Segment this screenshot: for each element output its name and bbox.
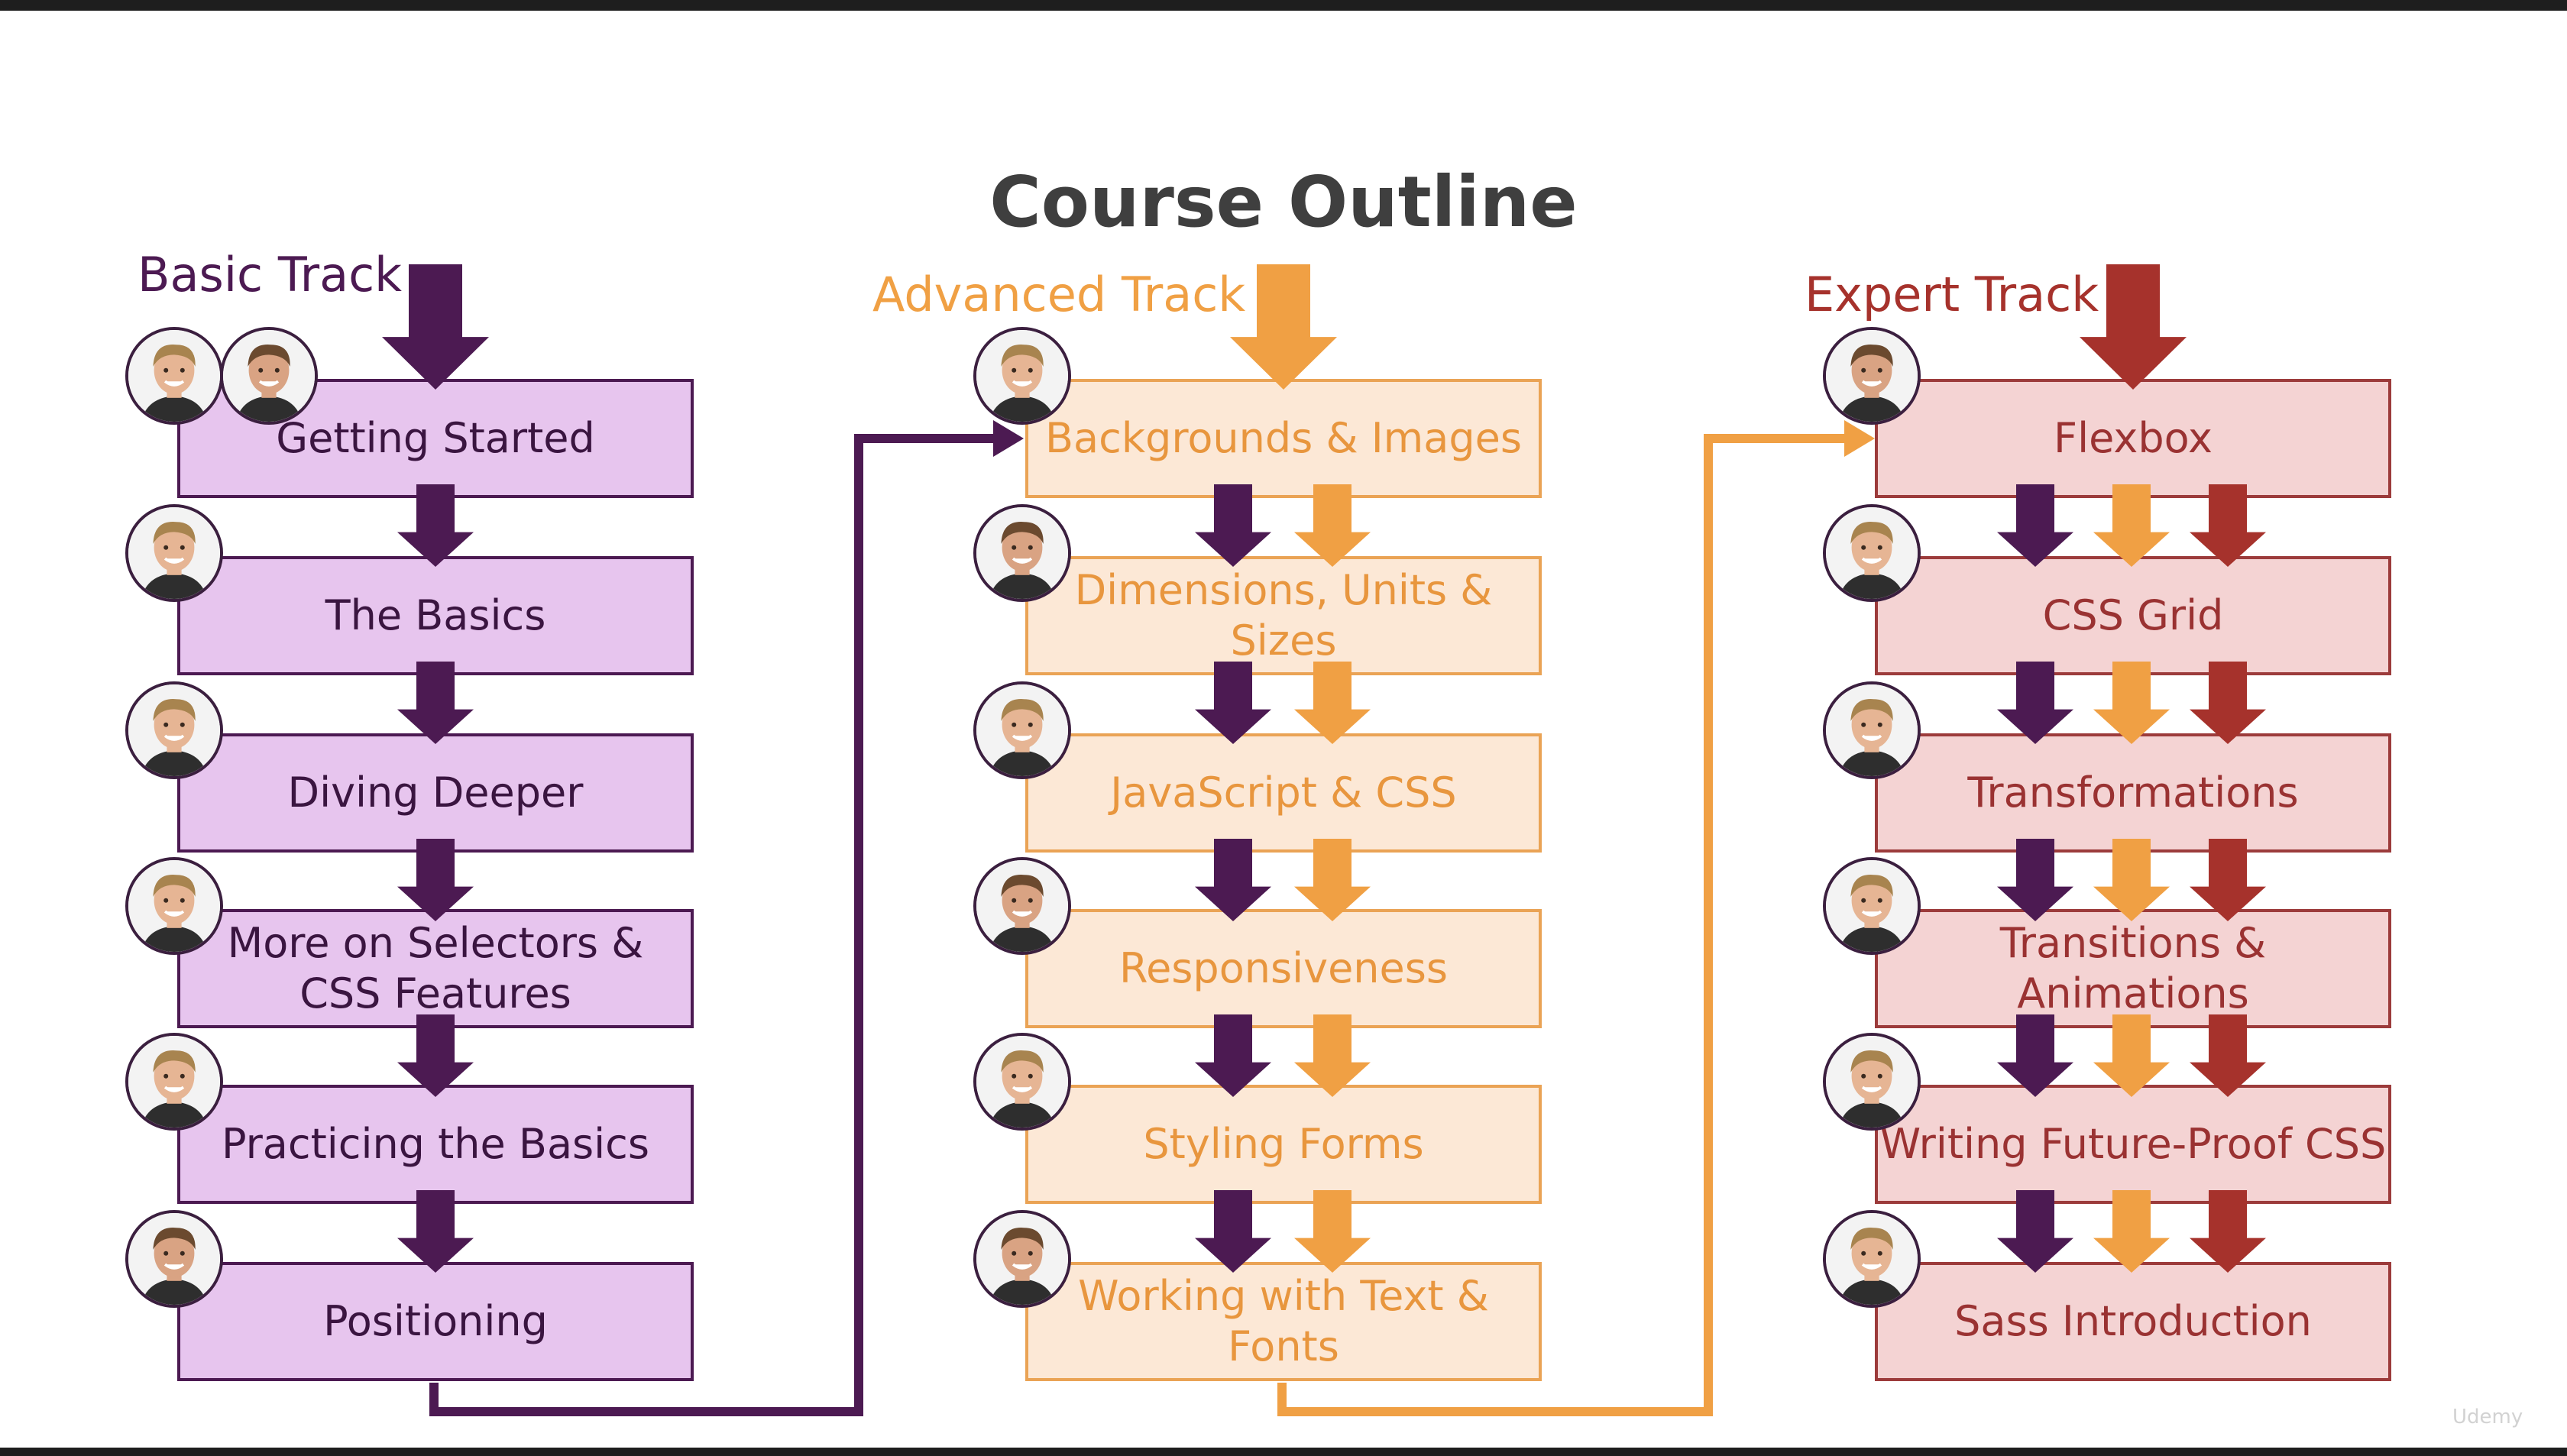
expert-flow-arrow-advanced <box>2093 839 2170 921</box>
expert-track-label: Expert Track <box>1805 267 2099 322</box>
instructor-avatar <box>1823 857 1921 955</box>
instructor-avatar <box>125 1210 223 1308</box>
advanced-flow-arrow-basic <box>1195 1014 1271 1097</box>
expert-flow-arrow-basic <box>1997 1014 2073 1097</box>
instructor-avatar <box>973 1210 1071 1308</box>
instructor-avatar-second <box>220 327 318 425</box>
instructor-avatar <box>125 504 223 602</box>
expert-flow-arrow-basic <box>1997 839 2073 921</box>
basic-entry-arrow <box>382 264 489 390</box>
expert-entry-arrow <box>2080 264 2187 390</box>
module-styling-forms: Styling Forms <box>1025 1085 1542 1204</box>
advanced-flow-arrow-advanced <box>1294 484 1371 567</box>
module-sass-introduction: Sass Introduction <box>1875 1262 2391 1381</box>
advanced-flow-arrow-basic <box>1195 1190 1271 1273</box>
module-working-with-text-fonts: Working with Text & Fonts <box>1025 1262 1542 1381</box>
module-responsiveness: Responsiveness <box>1025 909 1542 1028</box>
advanced-flow-arrow-basic <box>1195 484 1271 567</box>
module-css-grid: CSS Grid <box>1875 556 2391 675</box>
udemy-watermark: Udemy <box>2452 1406 2523 1428</box>
expert-flow-arrow-advanced <box>2093 662 2170 744</box>
expert-flow-arrow-basic <box>1997 662 2073 744</box>
advanced-to-expert-connector <box>1277 434 1860 1416</box>
basic-flow-arrow <box>397 662 474 744</box>
expert-flow-arrow-advanced <box>2093 1190 2170 1273</box>
advanced-to-expert-arrowhead <box>1844 420 1875 457</box>
instructor-avatar <box>1823 327 1921 425</box>
module-diving-deeper: Diving Deeper <box>177 733 694 853</box>
instructor-avatar <box>125 1033 223 1131</box>
instructor-avatar <box>973 857 1071 955</box>
expert-flow-arrow-expert <box>2190 1190 2266 1273</box>
expert-flow-arrow-basic <box>1997 484 2073 567</box>
advanced-entry-arrow <box>1230 264 1337 390</box>
top-letterbox-bar <box>0 0 2567 11</box>
instructor-avatar <box>125 857 223 955</box>
expert-flow-arrow-expert <box>2190 662 2266 744</box>
instructor-avatar <box>1823 1033 1921 1131</box>
basic-flow-arrow <box>397 1014 474 1097</box>
expert-flow-arrow-advanced <box>2093 1014 2170 1097</box>
instructor-avatar <box>1823 1210 1921 1308</box>
advanced-flow-arrow-advanced <box>1294 1014 1371 1097</box>
basic-to-advanced-connector <box>429 434 1008 1416</box>
instructor-avatar <box>973 504 1071 602</box>
advanced-flow-arrow-advanced <box>1294 1190 1371 1273</box>
instructor-avatar <box>1823 504 1921 602</box>
basic-to-advanced-arrowhead <box>993 420 1024 457</box>
module-more-on-selectors: More on Selectors & CSS Features <box>177 909 694 1028</box>
basic-flow-arrow <box>397 1190 474 1273</box>
advanced-flow-arrow-basic <box>1195 662 1271 744</box>
expert-flow-arrow-advanced <box>2093 484 2170 567</box>
instructor-avatar <box>973 327 1071 425</box>
expert-flow-arrow-expert <box>2190 484 2266 567</box>
basic-track-label: Basic Track <box>138 247 403 303</box>
expert-flow-arrow-expert <box>2190 839 2266 921</box>
basic-flow-arrow <box>397 484 474 567</box>
advanced-flow-arrow-advanced <box>1294 662 1371 744</box>
expert-flow-arrow-basic <box>1997 1190 2073 1273</box>
page-title: Course Outline <box>989 161 1578 243</box>
instructor-avatar <box>973 1033 1071 1131</box>
module-practicing-the-basics: Practicing the Basics <box>177 1085 694 1204</box>
module-dimensions-units-sizes: Dimensions, Units & Sizes <box>1025 556 1542 675</box>
advanced-track-label: Advanced Track <box>872 267 1246 322</box>
advanced-flow-arrow-basic <box>1195 839 1271 921</box>
instructor-avatar <box>125 327 223 425</box>
bottom-letterbox-bar <box>0 1448 2567 1456</box>
instructor-avatar <box>1823 681 1921 779</box>
module-backgrounds-images: Backgrounds & Images <box>1025 379 1542 498</box>
instructor-avatar <box>125 681 223 779</box>
advanced-flow-arrow-advanced <box>1294 839 1371 921</box>
expert-flow-arrow-expert <box>2190 1014 2266 1097</box>
instructor-avatar <box>973 681 1071 779</box>
module-writing-future-proof-css: Writing Future-Proof CSS <box>1875 1085 2391 1204</box>
module-javascript-css: JavaScript & CSS <box>1025 733 1542 853</box>
basic-flow-arrow <box>397 839 474 921</box>
